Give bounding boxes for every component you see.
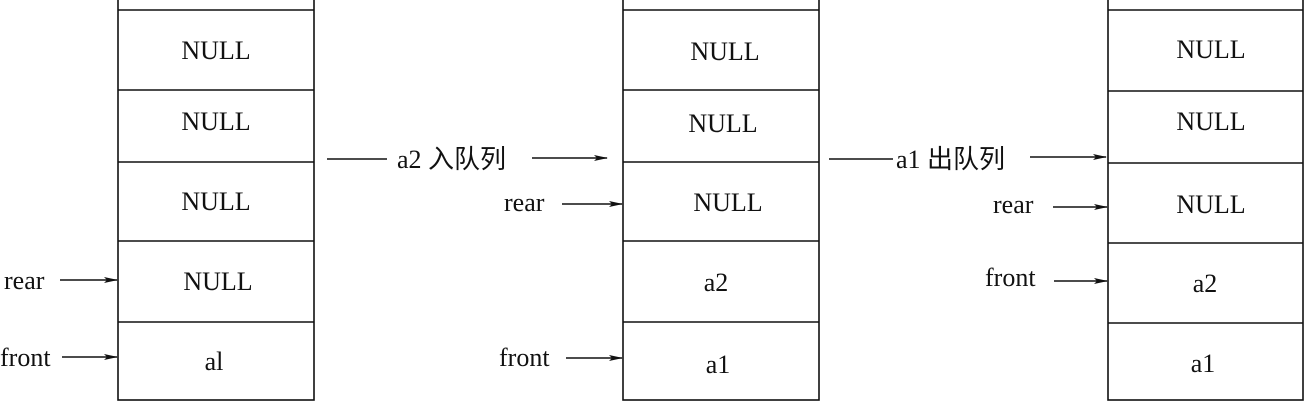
queue-1-cell-3: NULL [181, 187, 250, 216]
queue-1-cell-1: NULL [181, 36, 250, 65]
queue-3-frame [1107, 0, 1304, 401]
queue-1-cell-5: al [205, 347, 224, 376]
queue-3-rear-label: rear [993, 190, 1034, 219]
queue-3-cell-2: NULL [1176, 107, 1245, 136]
queue-2-cell-2: NULL [688, 109, 757, 138]
queue-2-rear-label: rear [504, 188, 545, 217]
queue-3-cell-3: NULL [1176, 190, 1245, 219]
transition-2-label: a1 出队列 [896, 145, 1005, 174]
queue-1: NULL NULL NULL NULL al rear front [0, 0, 315, 401]
queue-2: NULL NULL NULL a2 a1 rear front [499, 0, 820, 401]
queue-2-cell-1: NULL [690, 37, 759, 66]
queue-1-frame [117, 0, 315, 401]
transition-1-label: a2 入队列 [397, 145, 506, 174]
queue-3: NULL NULL NULL a2 a1 rear front [985, 0, 1304, 401]
queue-3-cell-4: a2 [1193, 269, 1218, 298]
transition-1: a2 入队列 [327, 145, 608, 174]
queue-3-cell-1: NULL [1176, 35, 1245, 64]
transition-2: a1 出队列 [829, 145, 1107, 174]
queue-2-frame [622, 0, 820, 401]
queue-1-cell-2: NULL [181, 107, 250, 136]
queue-3-front-label: front [985, 263, 1036, 292]
queue-2-cell-5: a1 [706, 350, 731, 379]
queue-1-front-label: front [0, 343, 51, 372]
queue-2-cell-3: NULL [693, 188, 762, 217]
queue-3-cell-5: a1 [1191, 349, 1216, 378]
queue-2-cell-4: a2 [704, 268, 729, 297]
queue-2-front-label: front [499, 343, 550, 372]
queue-1-cell-4: NULL [183, 267, 252, 296]
queue-1-rear-label: rear [4, 266, 45, 295]
